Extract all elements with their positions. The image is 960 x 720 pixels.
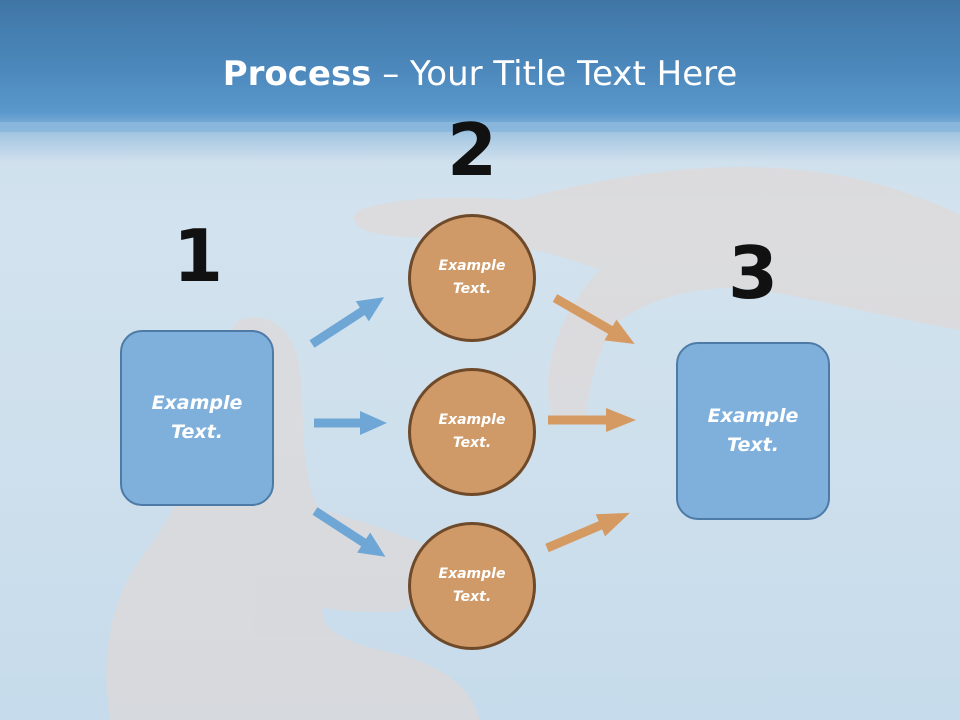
arrow-from-circle-middle (548, 408, 636, 432)
right-box-text-line2: Text. (727, 434, 779, 456)
arrow-from-circle-top (552, 294, 635, 344)
arrow-to-circle-top (309, 297, 385, 348)
arrow-from-circle-bottom (545, 512, 630, 553)
orange-arrows (545, 294, 636, 553)
arrow-to-circle-middle (314, 411, 387, 435)
title-band (0, 0, 960, 132)
circle-bottom-text-line1: Example (438, 566, 506, 582)
circle-top-text-line1: Example (438, 258, 506, 274)
blue-arrows (309, 297, 387, 557)
step-number-1: 1 (172, 214, 224, 298)
slide-title: Process – Your Title Text Here (0, 50, 960, 98)
step-number-3: 3 (727, 231, 779, 315)
left-box-text-line2: Text. (171, 421, 223, 443)
title-band-fade (0, 122, 960, 162)
arrow-to-circle-bottom (312, 507, 386, 557)
circle-bottom-text-line2: Text. (452, 589, 492, 605)
left-box-text-line1: Example (151, 392, 243, 414)
step-number-2: 2 (446, 108, 498, 192)
slide-title-rest: – Your Title Text Here (371, 54, 738, 94)
circle-middle-text-line2: Text. (452, 435, 492, 451)
circle-middle-text-line1: Example (438, 412, 506, 428)
right-box-text-line1: Example (707, 405, 799, 427)
slide-title-bold: Process (222, 54, 372, 94)
circle-top-text-line2: Text. (452, 281, 492, 297)
